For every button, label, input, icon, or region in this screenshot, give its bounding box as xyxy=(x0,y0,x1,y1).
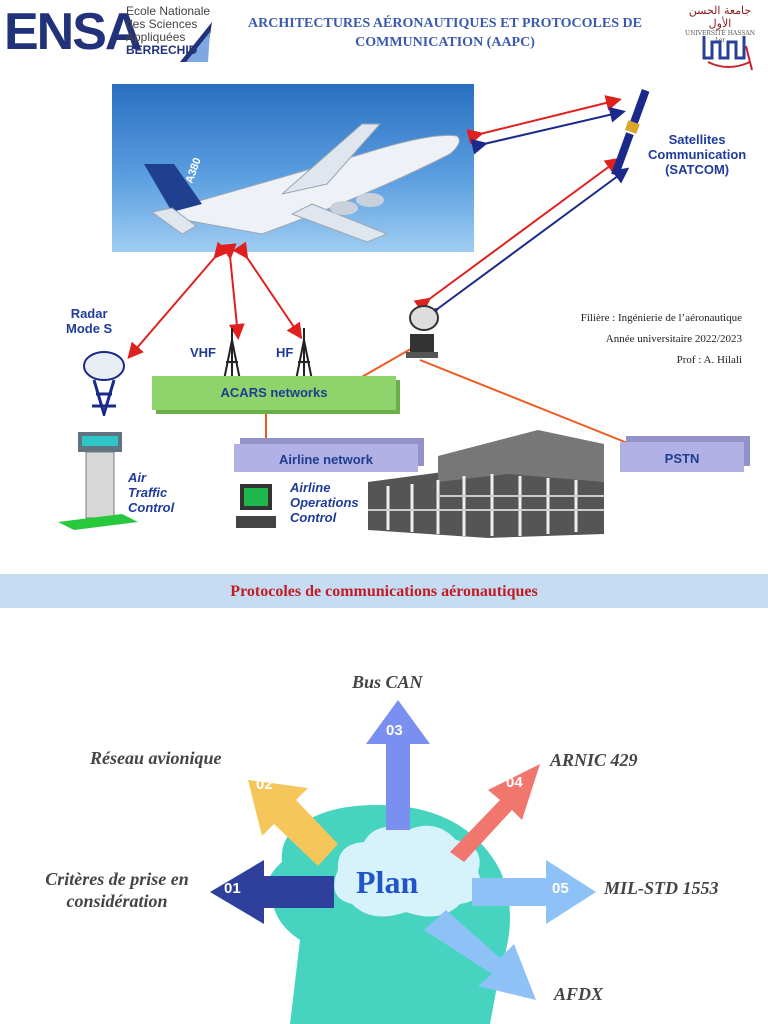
atc-label: Air Traffic Control xyxy=(128,470,175,515)
satellite-label: Satellites Communication (SATCOM) xyxy=(648,132,747,177)
arrow-04 xyxy=(450,764,540,862)
plan-item-02-label: Réseau avionique xyxy=(90,748,222,768)
pstn-box: PSTN xyxy=(620,442,744,472)
plan-cloud xyxy=(334,825,482,917)
arrow-04-number: 04 xyxy=(506,774,523,791)
arrow-02-number: 02 xyxy=(256,776,273,793)
vhf-label: VHF xyxy=(190,345,216,360)
hf-antenna-icon xyxy=(295,328,313,381)
arrow-03-number: 03 xyxy=(386,722,403,739)
plan-graphic xyxy=(210,700,596,1024)
arrow-01 xyxy=(210,860,334,924)
arrow-05-number: 05 xyxy=(552,880,569,897)
ground-station-dish-icon xyxy=(406,305,439,358)
arrow-01-number: 01 xyxy=(224,880,241,897)
ensa-logo-swoosh-icon xyxy=(180,22,212,62)
ensa-logo-text: ENSA xyxy=(4,3,142,61)
course-info: Filière : Ingénierie de l’aéronautique A… xyxy=(580,312,742,366)
page-title: ARCHITECTURES AÉRONAUTIQUES ET PROTOCOLE… xyxy=(248,16,642,50)
arrow-afdx xyxy=(424,910,536,1000)
hf-label: HF xyxy=(276,345,294,360)
plan-item-05-label: MIL-STD 1553 xyxy=(604,878,719,898)
vhf-antenna-icon xyxy=(223,328,241,381)
section-band xyxy=(0,574,768,608)
arrow-02 xyxy=(248,780,338,866)
plan-title: Plan xyxy=(356,864,419,900)
university-logo-icon xyxy=(702,36,753,71)
plan-item-afdx-label: AFDX xyxy=(554,984,604,1004)
plan-item-04-label: ARNIC 429 xyxy=(550,750,638,770)
ensa-logo-subtitle: Ecole Nationale des Sciences Appliquées … xyxy=(126,4,211,57)
satellite-icon xyxy=(611,89,650,177)
airline-building-icon xyxy=(368,430,604,538)
arrow-03 xyxy=(366,700,430,830)
airline-network-box: Airline network xyxy=(234,444,418,472)
arrow-05 xyxy=(472,860,596,924)
airplane-icon: A380 xyxy=(144,123,460,243)
aoc-label: Airline Operations Control xyxy=(290,480,359,525)
radar-icon xyxy=(83,351,125,416)
plan-item-03-label: Bus CAN xyxy=(352,672,423,692)
control-tower-icon xyxy=(58,432,138,530)
plan-item-01-label: Critères de prise en considération xyxy=(45,869,189,911)
acars-networks-box: ACARS networks xyxy=(152,376,396,410)
radar-label: Radar Mode S xyxy=(66,306,113,336)
section-title: Protocoles de communications aéronautiqu… xyxy=(230,583,538,600)
computer-icon xyxy=(236,484,276,528)
